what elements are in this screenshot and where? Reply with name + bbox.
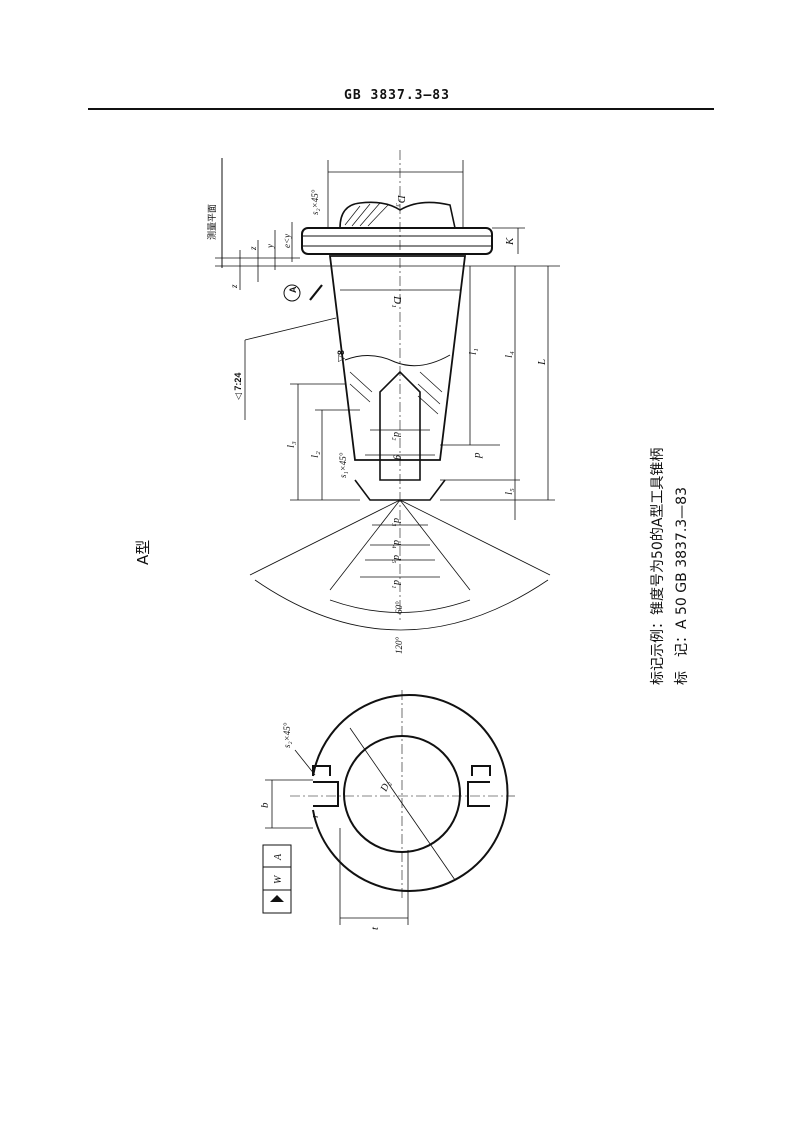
k-label: K	[504, 237, 516, 246]
d4-label: d₄	[391, 540, 402, 549]
d2-end-label: D₂	[378, 778, 393, 794]
s2-chamfer-end-label: s₂×45°	[282, 722, 292, 748]
d5-label: d₅	[391, 555, 402, 564]
z-label-1: z	[229, 284, 239, 289]
l3-label: l₃	[285, 441, 297, 448]
l5-label: l₅	[503, 488, 515, 495]
y-label: y	[265, 244, 275, 249]
measuring-plane-label: 测量平面	[207, 204, 218, 240]
d3-label: D₃	[395, 194, 407, 207]
d1-small-label: d₁	[391, 580, 402, 588]
angle-120-label: 120°	[394, 637, 404, 655]
p-label: p	[471, 452, 483, 459]
s2-chamfer-label: s₂×45°	[310, 189, 320, 215]
s1-chamfer-label: s₁×45°	[338, 452, 348, 478]
marking-example-line1: 标记示例：锥度号为50的A型工具锥柄	[650, 448, 666, 685]
marking-example-line2: 标 记：A 50 GB 3837.3—83	[674, 487, 690, 685]
l1-label: l₁	[467, 348, 479, 355]
z-label-2: z	[248, 246, 258, 251]
header-rule	[88, 108, 714, 110]
d2-small-label: d₂	[391, 432, 402, 441]
marking-prefix: 标 记：	[674, 629, 690, 685]
g-label: g	[393, 455, 404, 460]
tol-w-label: W	[273, 874, 284, 884]
taper-ratio-label: ◁ 7:24	[233, 373, 243, 400]
marking-code: A 50 GB 3837.3—83	[674, 487, 690, 629]
tol-a-label: A	[273, 853, 284, 861]
datum-a-label: A	[288, 286, 298, 293]
e-le-y-label: e<y	[282, 234, 292, 248]
l2-label: l₂	[309, 451, 321, 458]
l-label: L	[536, 359, 548, 366]
standard-header: GB 3837.3—83	[344, 88, 450, 103]
angle-60-label: 60°	[394, 601, 404, 614]
d1-label: D₁	[391, 295, 403, 308]
roughness-label: ▽8	[336, 350, 346, 362]
type-label: A型	[134, 540, 152, 565]
b-label: b	[259, 802, 271, 808]
l4-label: l₄	[503, 351, 515, 358]
t-label: t	[369, 926, 381, 930]
r-label: r	[309, 813, 321, 818]
d3-small-label: d₃	[391, 518, 402, 527]
symmetry-icon	[270, 895, 284, 902]
